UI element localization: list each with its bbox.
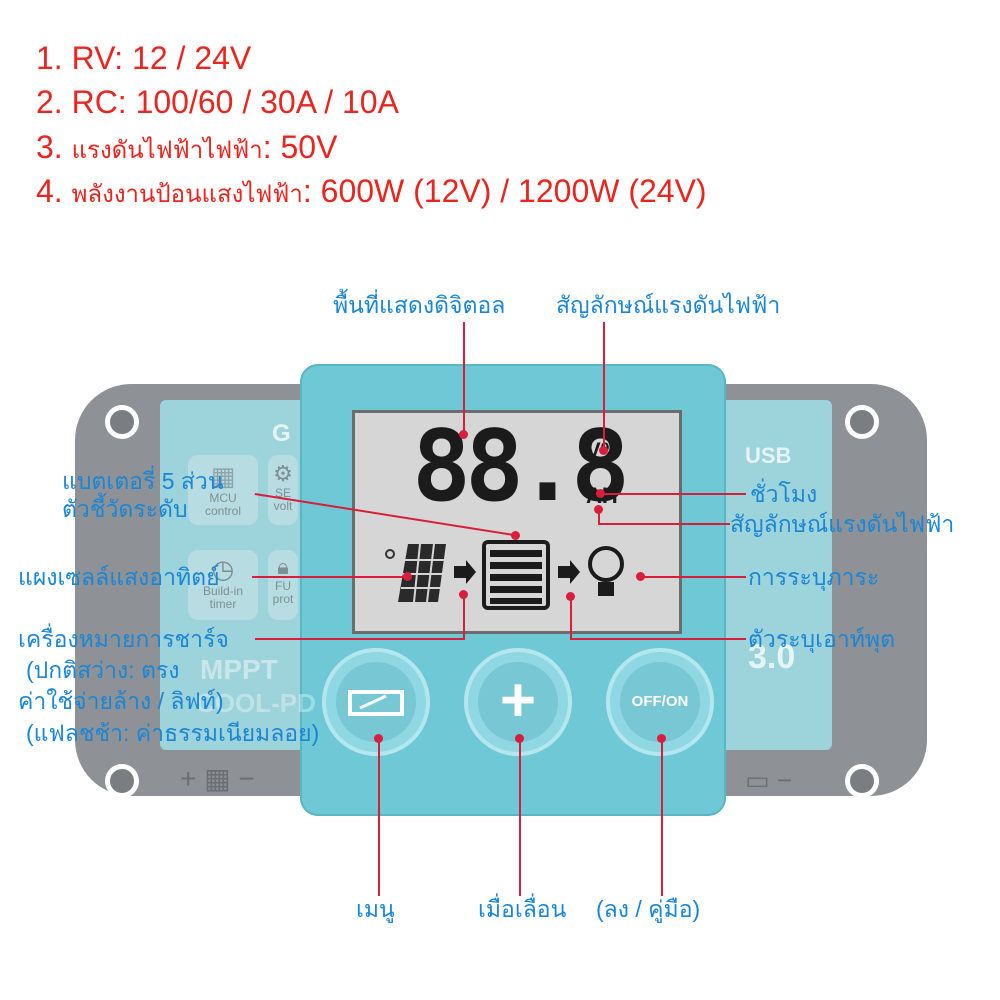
tile-label: FU prot [272,580,294,607]
spec-number: 1. [36,40,72,76]
leader-line [640,576,746,578]
callout-solar-panel: แผงเซลล์แสงอาทิตย์ [18,564,220,590]
mounting-hole [845,405,879,439]
callout-output-indicator: ตัวระบุเอาท์พุต [748,626,896,652]
leader-dot [596,489,605,498]
spec-label: RV: [71,40,133,76]
leader-dot [636,572,645,581]
spec-number: 2. [36,84,72,120]
spec-line-3: 3. แรงดันไฟฟ้าไฟฟ้า: 50V [36,131,337,163]
spec-label: แรงดันไฟฟ้าไฟฟ้า [71,137,263,164]
callout-charge-mark-line4: (แฟลชช้า: ค่าธรรมเนียมลอย) [26,720,320,746]
spec-value: : 50V [262,129,338,165]
gear-icon: ⚙ [273,461,293,486]
chip-icon: ▦ [210,461,236,491]
leader-line [463,322,465,434]
leader-dot [594,505,603,514]
tile-label: MCU control [204,491,242,519]
callout-voltage-symbol-right: สัญลักษณ์แรงดันไฟฟ้า [730,511,955,537]
leader-line [598,509,600,524]
model-label: COOL-PD [196,688,316,718]
callout-hour: ชั่วโมง [750,481,818,507]
callout-charge-mark-line2: (ปกติสว่าง: ตรง [26,657,180,683]
tile-label: Build-in timer [202,584,244,612]
spec-line-2: 2. RC: 100/60 / 30A / 10A [36,86,399,118]
spec-label: พลังงานป้อนแสงไฟฟ้า [71,181,303,208]
leader-line [378,738,380,896]
charge-arrow-icon [454,560,476,584]
mcu-control-tile: ▦ MCU control [188,455,258,525]
leader-line [661,738,663,896]
leader-dot [657,734,666,743]
bulb-icon [588,546,624,596]
leader-dot [403,572,412,581]
timer-icon: ◷ [211,554,235,584]
leader-dot [459,430,468,439]
callout-voltage-symbol-top: สัญลักษณ์แรงดันไฟฟ้า [556,292,781,318]
mppt-label: MPPT [200,654,278,685]
voltage-tile: ⚙ SE volt [268,455,298,525]
mounting-hole [105,764,139,798]
spec-value: : 600W (12V) / 1200W (24V) [302,173,707,209]
callout-scroll: เมื่อเลื่อน [478,896,567,922]
callout-digital-display: พื้นที่แสดงดิจิตอล [333,292,506,318]
battery-terminal-icon: ▭ − [745,765,792,795]
callout-battery-level-line1: แบตเตอรี่ 5 ส่วน [62,468,224,494]
leader-dot [566,592,575,601]
plus-button-face[interactable]: + [478,662,558,742]
leader-dot [511,531,520,540]
spec-value: 12 / 24V [132,40,252,76]
leader-line [570,596,572,638]
callout-charge-mark-line1: เครื่องหมายการชาร์จ [18,626,229,652]
spec-number: 3. [36,129,72,165]
leader-line [252,576,407,578]
sun-icon [385,549,395,559]
leader-line [603,322,605,450]
menu-button-face[interactable] [336,662,416,742]
lock-icon: 🔒︎ [277,554,289,579]
callout-load-indicator: การระบุภาระ [748,564,880,590]
leader-line [598,523,730,525]
leader-line [600,493,746,495]
leader-dot [599,446,608,455]
callout-menu: เมนู [356,896,395,922]
callout-battery-level-line2: ตัวชี้วัดระดับ [62,496,188,522]
callout-down-manual: (ลง / คู่มือ) [596,896,701,922]
timer-tile: ◷ Build-in timer [188,550,258,620]
leader-line [463,594,465,638]
leader-line [570,638,746,640]
spec-line-1: 1. RV: 12 / 24V [36,42,251,74]
power-button-face[interactable]: OFF/ON [620,662,700,742]
solar-terminal-icon: + ▦ − [180,763,255,794]
spec-label: RC: [71,84,136,120]
output-arrow-icon [558,560,580,584]
leader-dot [459,590,468,599]
fuse-tile: 🔒︎ FU prot [268,550,298,620]
callout-charge-mark-line3: ค่าใช้จ่ายล้าง / ลิฟท์) [18,688,224,714]
sticker-title-fragment: G [272,420,291,447]
lcd-icon-row [385,540,624,610]
spec-value: 100/60 / 30A / 10A [135,84,399,120]
menu-icon [348,690,404,716]
leader-line [519,738,521,896]
mounting-hole [105,405,139,439]
leader-dot [374,734,383,743]
battery-icon [482,540,550,610]
leader-dot [515,734,524,743]
mounting-hole [845,764,879,798]
spec-number: 4. [36,173,72,209]
leader-line [255,638,465,640]
lcd-digits: 88.8 [412,410,630,524]
version-label: 3.0 [748,638,796,676]
spec-line-4: 4. พลังงานป้อนแสงไฟฟ้า: 600W (12V) / 120… [36,175,707,207]
usb-label: USB [745,443,792,468]
solar-panel-icon [398,543,446,603]
